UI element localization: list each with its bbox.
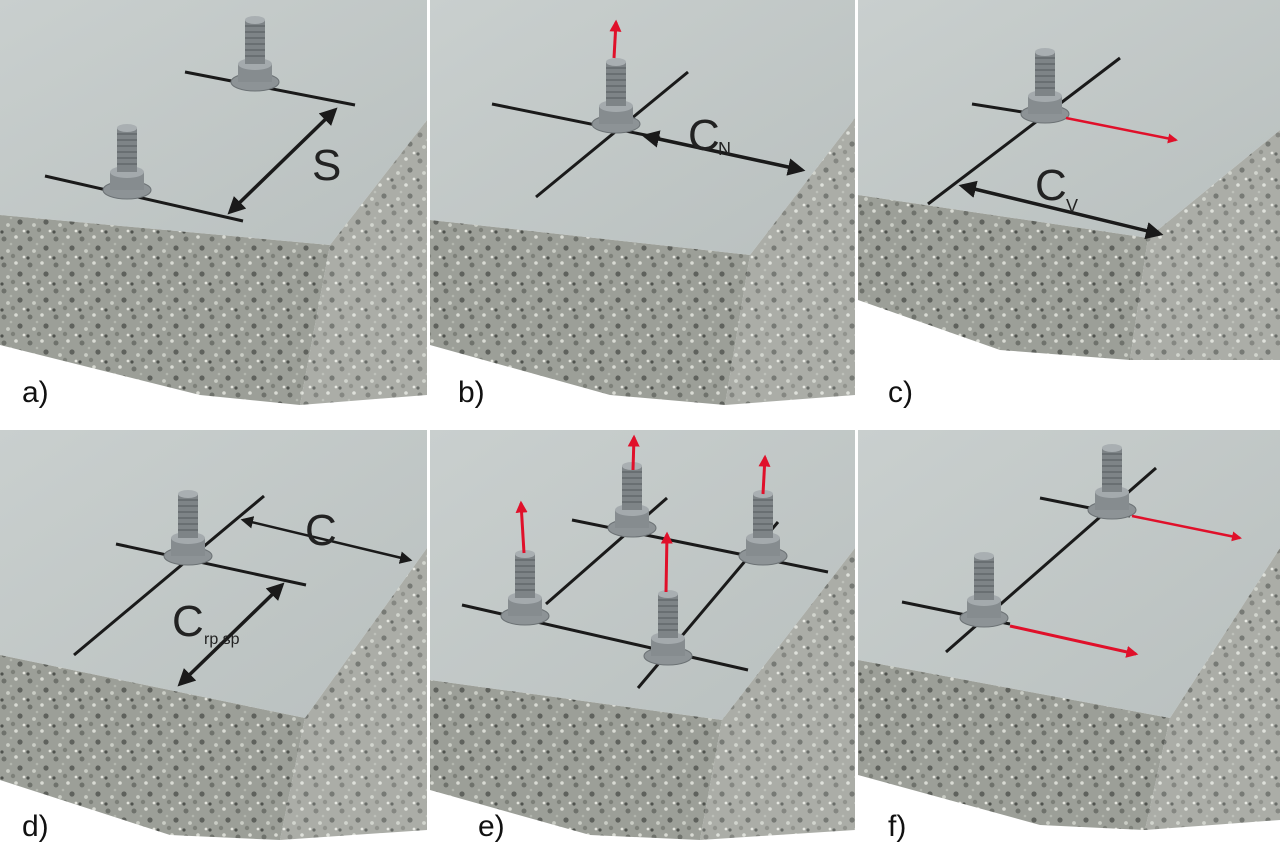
shear-load-arrow — [1065, 116, 1178, 144]
tension-load-arrow — [627, 434, 640, 471]
concrete-side-face — [1130, 130, 1280, 360]
panel-label: a) — [22, 376, 49, 409]
edge-distance-subscript: V — [1066, 196, 1078, 216]
edge-distance-label: C — [1035, 161, 1067, 210]
edge-distance-arrow — [958, 180, 1164, 240]
guide-line — [491, 102, 661, 140]
concrete-front-face — [430, 680, 722, 840]
shear-load-arrow — [1131, 514, 1242, 542]
guide-line — [115, 542, 307, 587]
characteristic-edge-distance-label: C — [172, 597, 204, 646]
panel-label: e) — [478, 810, 505, 843]
concrete-front-face — [430, 220, 750, 405]
concrete-side-face — [725, 118, 855, 405]
concrete-top-surface — [0, 430, 427, 718]
concrete-side-face — [280, 548, 427, 840]
concrete-front-face — [0, 215, 330, 405]
characteristic-edge-distance-subscript: rp,sp — [204, 631, 240, 648]
spacing-label: S — [312, 141, 341, 190]
tension-load-arrow — [515, 500, 528, 554]
concrete-top-surface — [430, 430, 855, 720]
edge-distance-label: C — [688, 111, 720, 160]
panel-d: C C rp,sp d) — [0, 430, 427, 843]
panel-e: e) — [430, 430, 855, 843]
guide-line — [44, 174, 244, 223]
panel-label: d) — [22, 810, 49, 843]
panel-label: c) — [888, 376, 913, 409]
edge-distance-arrow — [641, 130, 806, 176]
concrete-side-face — [700, 548, 855, 840]
panel-label: f) — [888, 810, 906, 843]
shear-load-arrow — [1009, 624, 1139, 658]
guide-line — [535, 70, 689, 199]
edge-distance-subscript: N — [718, 139, 731, 159]
panel-a: S a) — [0, 0, 427, 409]
concrete-side-face — [1145, 548, 1280, 830]
edge-distance-label: C — [305, 506, 337, 555]
panel-b: C N b) — [430, 0, 855, 409]
panel-f: f) — [858, 430, 1280, 843]
guide-line — [927, 56, 1121, 206]
edge-distance-arrow — [240, 516, 413, 564]
characteristic-edge-distance-arrow — [177, 582, 285, 687]
panel-label: b) — [458, 376, 485, 409]
concrete-side-face — [300, 120, 427, 405]
tension-load-arrow — [609, 19, 622, 59]
concrete-front-face — [858, 660, 1170, 830]
panel-c: C V c) — [858, 0, 1280, 409]
guide-line — [73, 494, 265, 657]
spacing-dimension-arrow — [227, 107, 338, 215]
concrete-front-face — [0, 655, 305, 840]
tension-load-arrow — [758, 454, 771, 495]
tension-load-arrow — [660, 531, 673, 593]
concrete-top-surface — [430, 0, 855, 255]
concrete-top-surface — [858, 430, 1280, 718]
